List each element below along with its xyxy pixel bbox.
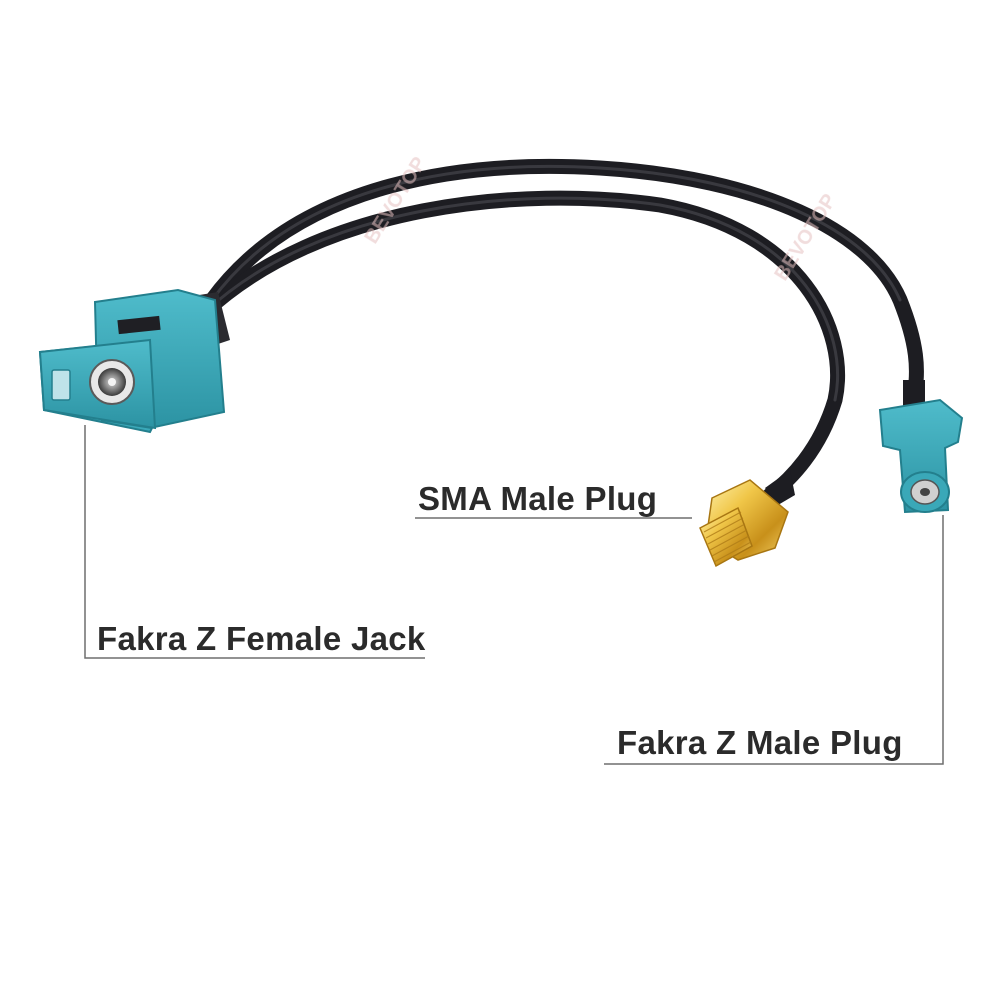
leader-female (84, 425, 425, 659)
label-sma-male-plug: SMA Male Plug (418, 480, 658, 517)
svg-text:BEVOTOP: BEVOTOP (361, 153, 431, 247)
label-fakra-male-plug: Fakra Z Male Plug (617, 724, 903, 761)
fakra-female-jack (38, 288, 230, 434)
cables (197, 158, 924, 503)
leader-lines (84, 425, 944, 765)
leader-male (604, 515, 944, 765)
sma-male-plug (699, 470, 795, 568)
cable-to-sma (197, 190, 846, 503)
label-fakra-female-jack: Fakra Z Female Jack (97, 620, 426, 657)
fakra-male-plug (878, 380, 964, 514)
